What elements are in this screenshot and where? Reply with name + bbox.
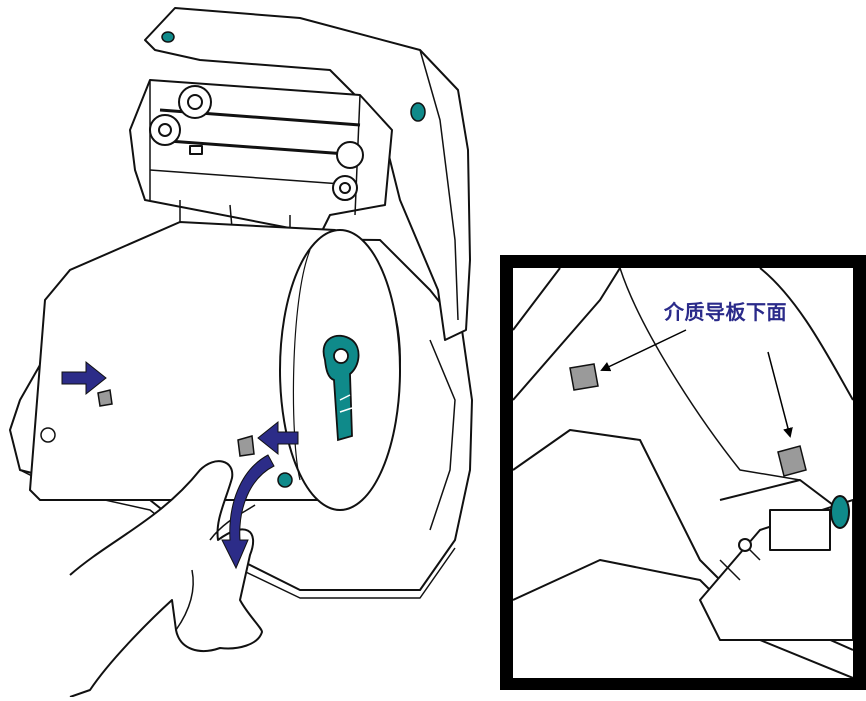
ribbon-mechanism xyxy=(129,79,393,246)
roll-holder xyxy=(322,334,360,442)
media-guide-left xyxy=(569,363,599,391)
hand xyxy=(69,460,263,698)
media-guide-right xyxy=(777,445,807,477)
blue-arrow-icon xyxy=(257,420,299,456)
blue-arrow-icon xyxy=(61,360,107,396)
printer-lid xyxy=(144,7,471,341)
callout-pointer xyxy=(600,329,687,372)
inset-detail xyxy=(500,255,866,690)
callout-pointer xyxy=(767,351,793,438)
curved-arrow-icon xyxy=(221,454,275,570)
callout-label: 介质导板下面 xyxy=(664,300,787,324)
media-guides xyxy=(40,389,293,488)
